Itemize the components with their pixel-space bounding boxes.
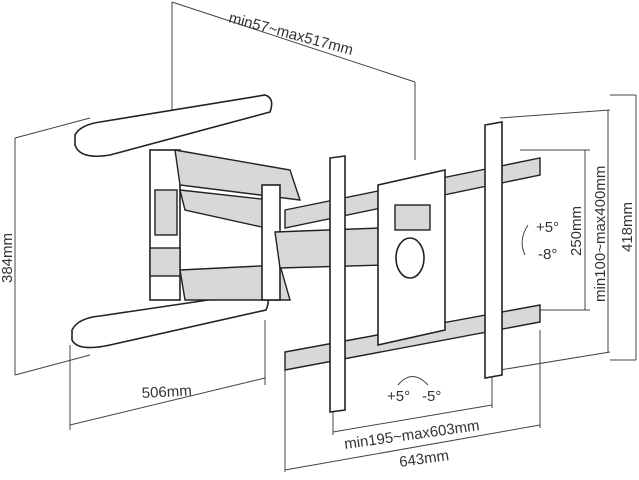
tilt-head: [377, 169, 446, 346]
swing-arms: [174, 149, 386, 301]
dimension-lines: [14, 1, 637, 472]
wall-plate: [71, 94, 273, 349]
vertical-rails: [329, 121, 503, 413]
